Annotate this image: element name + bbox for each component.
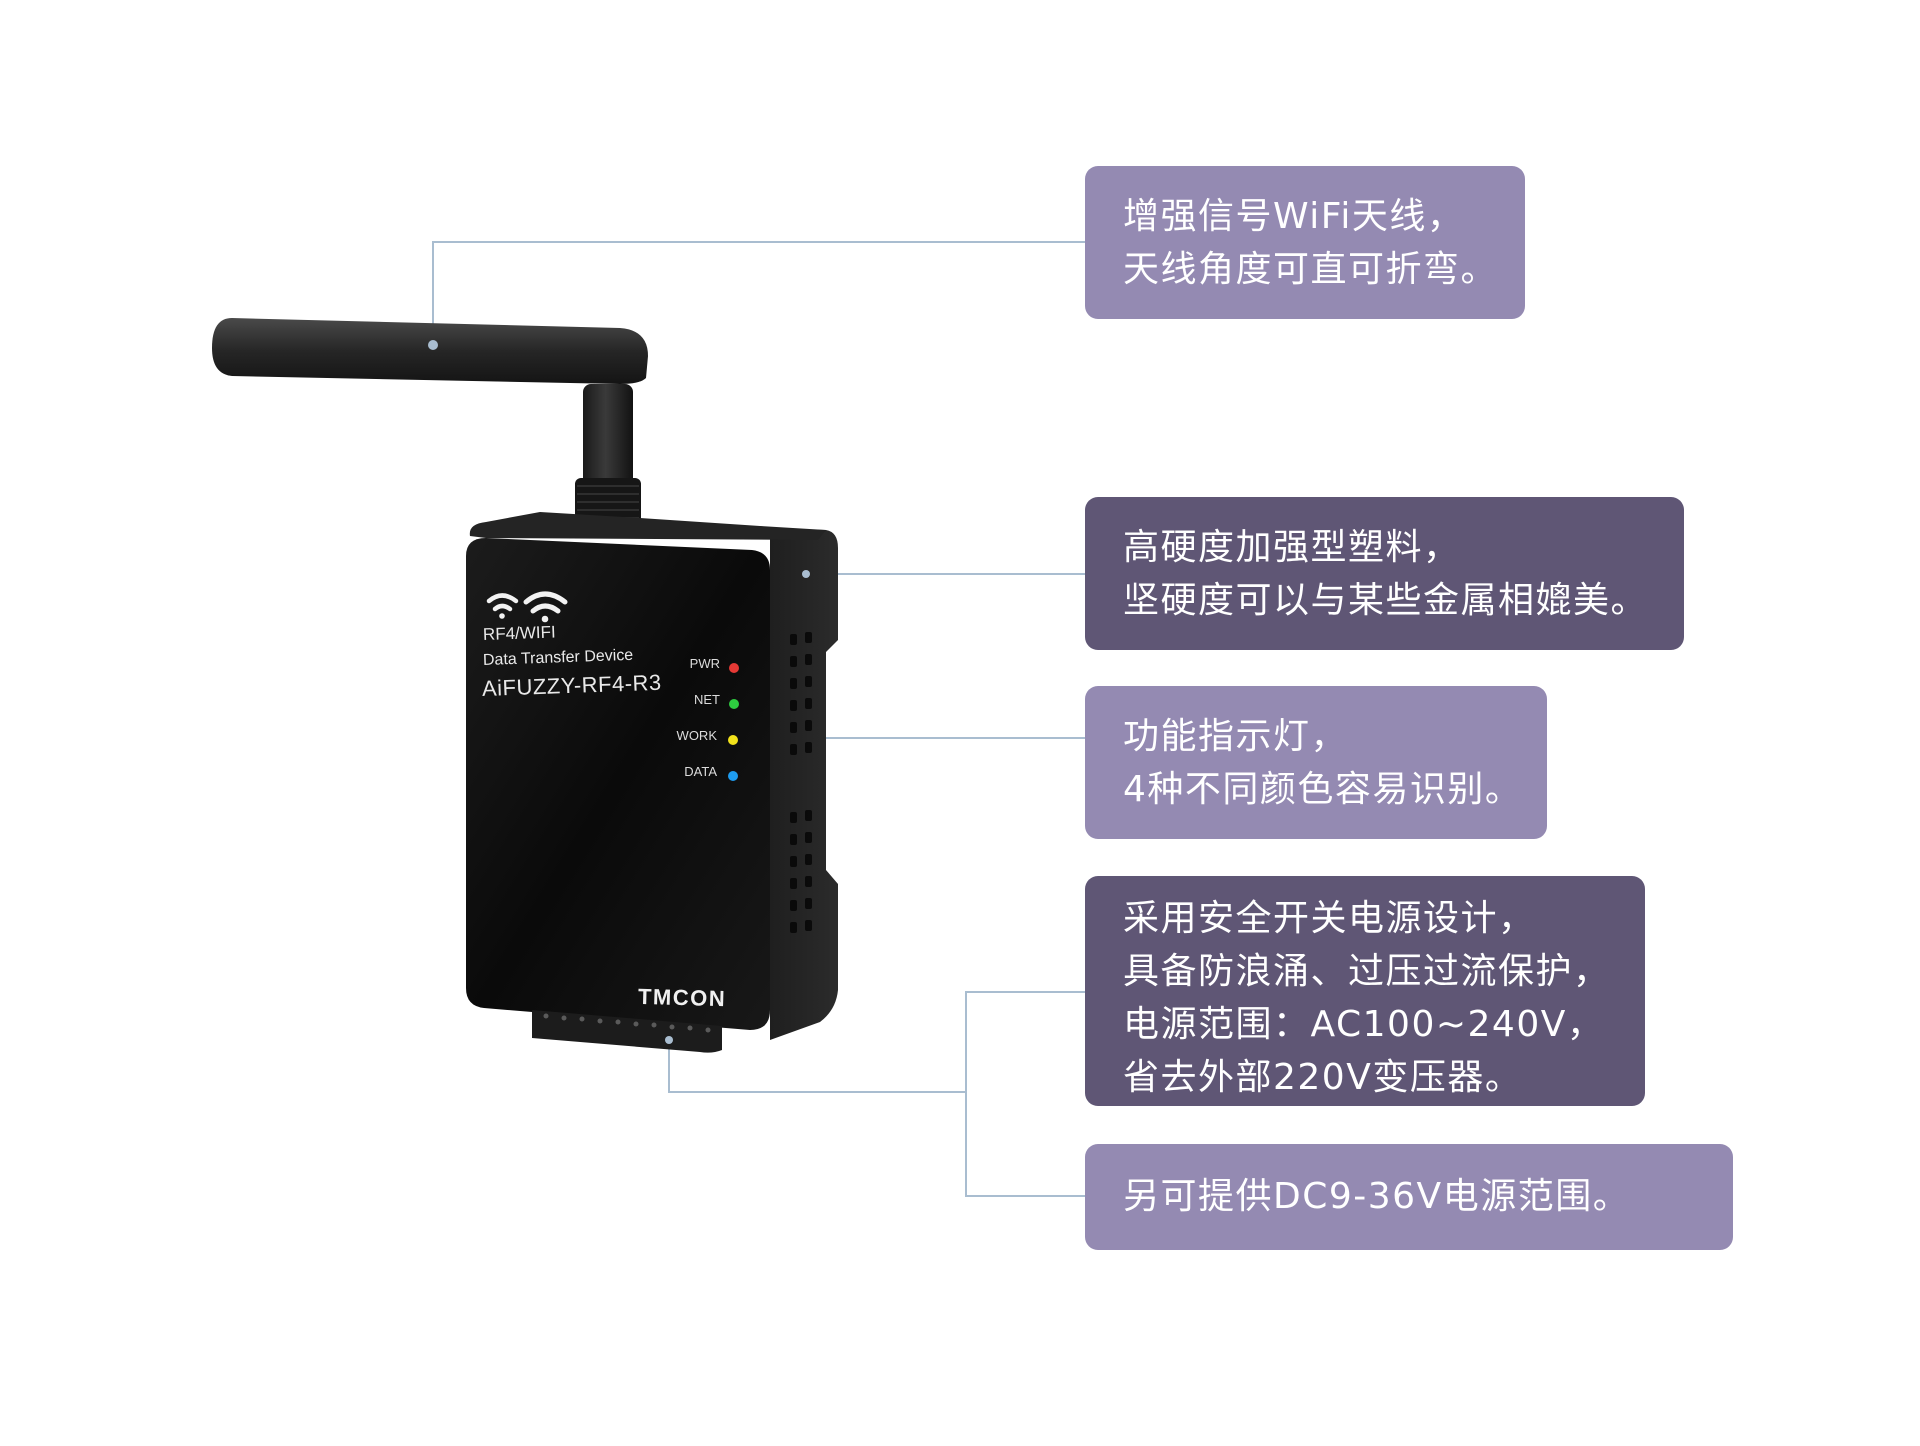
antenna	[212, 318, 648, 534]
callout-antenna: 增强信号WiFi天线， 天线角度可直可折弯。	[1085, 166, 1525, 319]
callout-dc-power: 另可提供DC9-36V电源范围。	[1085, 1144, 1733, 1250]
led-data	[728, 771, 738, 781]
housing-front	[466, 538, 770, 1030]
wifi-icon	[486, 593, 519, 619]
leader-dot-housing	[802, 570, 810, 578]
leader-dot-terminal	[665, 1036, 673, 1044]
callout-antenna-line1: 增强信号WiFi天线，	[1123, 196, 1465, 237]
led-work	[728, 735, 738, 745]
callout-dc-power-line1: 另可提供DC9-36V电源范围。	[1123, 1176, 1631, 1217]
led-pwr-label: PWR	[689, 656, 720, 671]
callout-power-line3: 电源范围：AC100~240V，	[1123, 1004, 1605, 1045]
leader-line-antenna	[432, 241, 1085, 345]
callout-indicator: 功能指示灯， 4种不同颜色容易识别。	[1085, 686, 1547, 839]
callout-power-line2: 具备防浪涌、过压过流保护，	[1123, 951, 1611, 992]
led-pwr	[729, 663, 739, 673]
callout-power-line1: 采用安全开关电源设计，	[1123, 898, 1536, 939]
housing-side	[469, 512, 838, 1040]
led-work-label: WORK	[676, 728, 717, 743]
terminal-block	[532, 1010, 722, 1053]
callout-housing: 高硬度加强型塑料， 坚硬度可以与某些金属相媲美。	[1085, 497, 1684, 650]
leader-line-dc-power	[965, 1092, 1085, 1197]
callout-power-supply: 采用安全开关电源设计， 具备防浪涌、过压过流保护， 电源范围：AC100~240…	[1085, 876, 1645, 1106]
callout-indicator-line2: 4种不同颜色容易识别。	[1123, 769, 1523, 810]
wifi-icon-large	[523, 591, 568, 623]
device-model-line1: RF4/WIFI	[482, 622, 556, 644]
callout-housing-line2: 坚硬度可以与某些金属相媲美。	[1123, 580, 1649, 621]
callout-power-line4: 省去外部220V变压器。	[1123, 1057, 1523, 1098]
brand-logo: TMCON	[637, 983, 727, 1012]
callout-housing-line1: 高硬度加强型塑料，	[1123, 527, 1461, 568]
led-net-label: NET	[694, 692, 720, 707]
led-data-label: DATA	[684, 764, 717, 779]
callout-indicator-line1: 功能指示灯，	[1123, 716, 1349, 757]
callout-antenna-line2: 天线角度可直可折弯。	[1123, 249, 1499, 290]
led-net	[729, 699, 739, 709]
leader-dot-antenna	[428, 340, 438, 350]
